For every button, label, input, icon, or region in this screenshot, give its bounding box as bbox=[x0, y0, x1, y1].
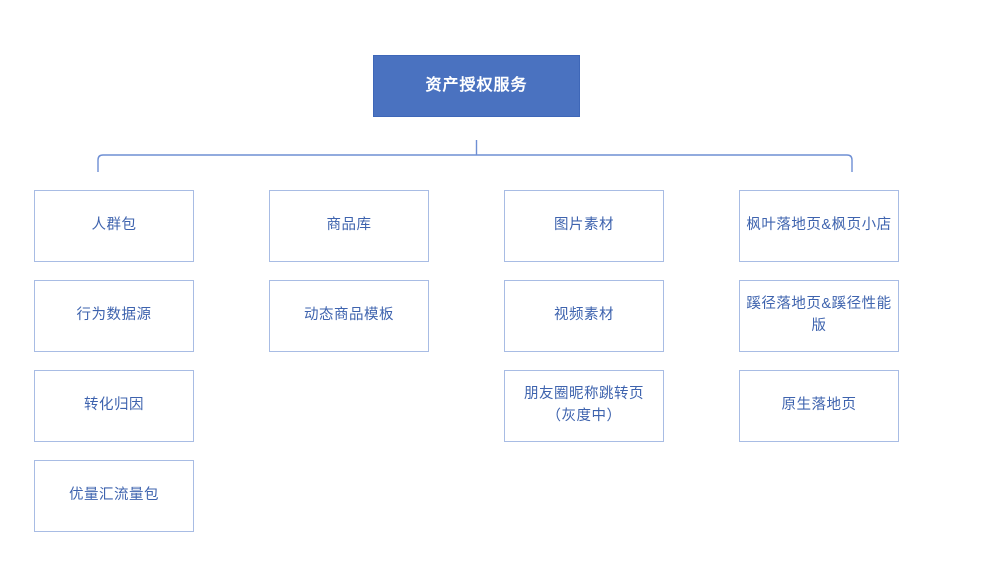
node-label: 商品库 bbox=[326, 217, 372, 234]
node-label: 动态商品模板 bbox=[304, 307, 394, 324]
node-moments-nickname-jump-page[interactable]: 朋友圈昵称跳转页（灰度中） bbox=[504, 370, 664, 442]
node-native-landing-page[interactable]: 原生落地页 bbox=[739, 370, 899, 442]
node-label: 优量汇流量包 bbox=[69, 487, 159, 504]
root-node-label: 资产授权服务 bbox=[425, 77, 528, 94]
node-dynamic-product-template[interactable]: 动态商品模板 bbox=[269, 280, 429, 352]
node-xiqing-landing-page-and-performance[interactable]: 蹊径落地页&蹊径性能版 bbox=[739, 280, 899, 352]
node-label: 蹊径落地页&蹊径性能版 bbox=[746, 296, 892, 334]
node-behavior-data-source[interactable]: 行为数据源 bbox=[34, 280, 194, 352]
node-product-library[interactable]: 商品库 bbox=[269, 190, 429, 262]
node-image-asset[interactable]: 图片素材 bbox=[504, 190, 664, 262]
node-label: 枫叶落地页&枫页小店 bbox=[746, 217, 892, 234]
connector-bus bbox=[97, 154, 853, 172]
node-label: 视频素材 bbox=[554, 307, 614, 324]
node-label: 转化归因 bbox=[84, 397, 144, 414]
node-conversion-attribution[interactable]: 转化归因 bbox=[34, 370, 194, 442]
node-label: 行为数据源 bbox=[76, 307, 152, 324]
node-fengye-landing-page-and-shop[interactable]: 枫叶落地页&枫页小店 bbox=[739, 190, 899, 262]
node-video-asset[interactable]: 视频素材 bbox=[504, 280, 664, 352]
node-label: 图片素材 bbox=[554, 217, 614, 234]
node-youliang-traffic-package[interactable]: 优量汇流量包 bbox=[34, 460, 194, 532]
node-audience-package[interactable]: 人群包 bbox=[34, 190, 194, 262]
node-label: 人群包 bbox=[91, 217, 137, 234]
node-label: 朋友圈昵称跳转页（灰度中） bbox=[524, 386, 644, 424]
node-label: 原生落地页 bbox=[781, 397, 857, 414]
root-node-asset-authorization-service[interactable]: 资产授权服务 bbox=[373, 55, 580, 117]
